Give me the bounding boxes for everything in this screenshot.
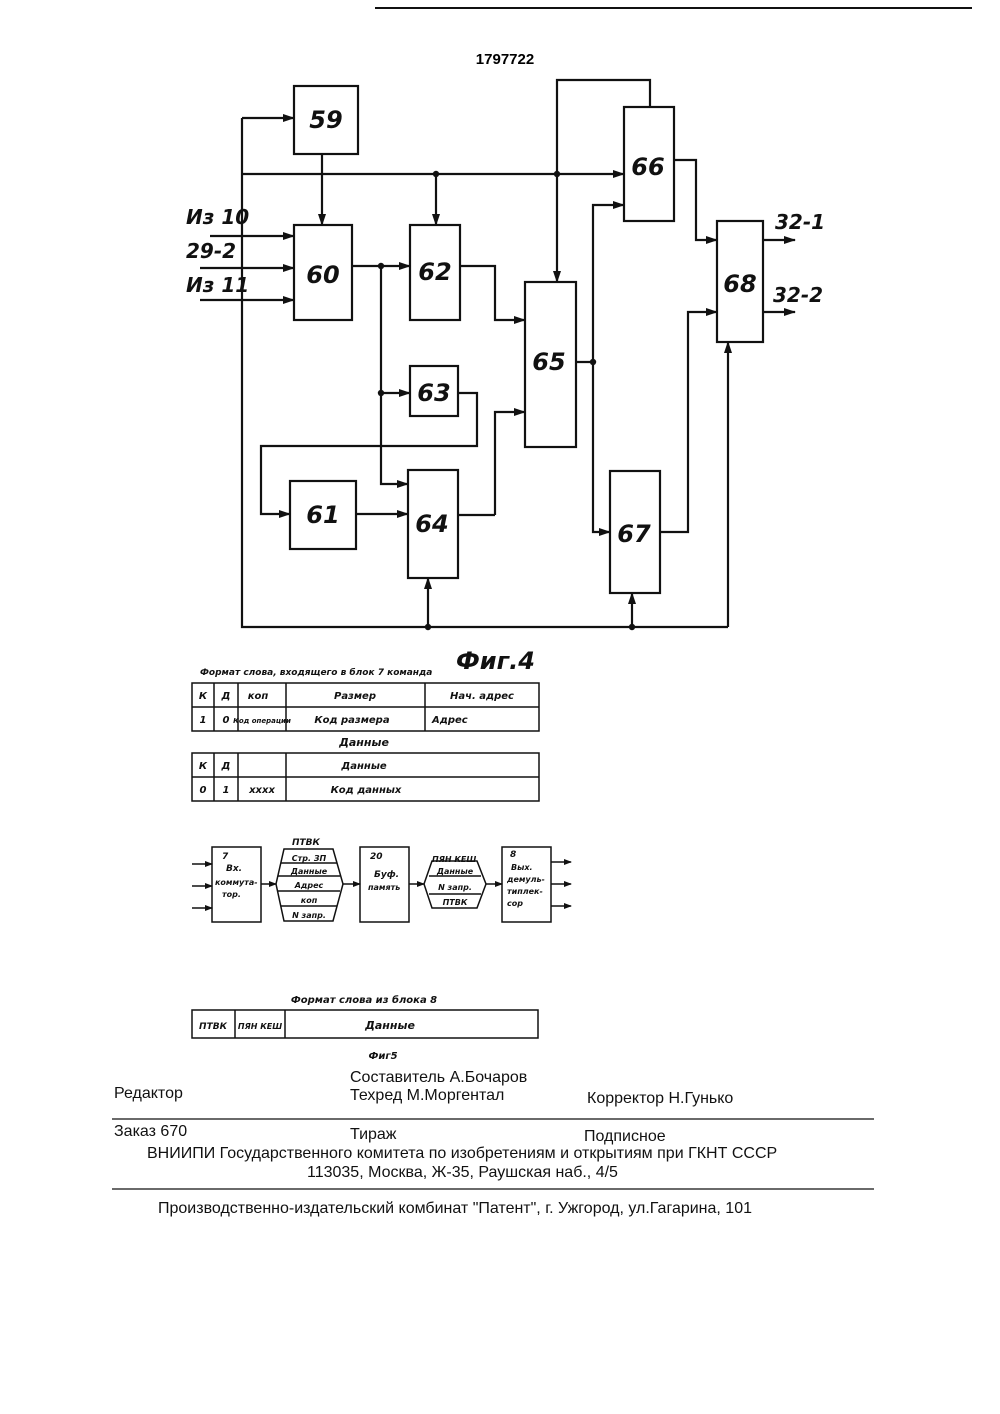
compiler: Составитель А.Бочаров: [350, 1069, 527, 1087]
subscription: Подписное: [584, 1128, 666, 1146]
order: Заказ 670: [114, 1123, 187, 1141]
fig5-pt-f0: Стр. ЗП: [292, 854, 327, 863]
fig5-b8-l2: демуль-: [506, 875, 545, 884]
fig5-b7-l1: Вх.: [226, 864, 242, 874]
fig5-b7-l0: 7: [222, 852, 229, 862]
label-61: 61: [306, 501, 339, 529]
t3-data: Данные: [364, 1019, 415, 1032]
output-label-32-1: 32-1: [775, 210, 825, 234]
bus-main: [242, 118, 728, 627]
techred: Техред М.Моргентал: [350, 1087, 504, 1105]
wire-65-branch-up: [593, 205, 600, 362]
t2-h-k: К: [199, 761, 208, 772]
label-64: 64: [415, 510, 448, 538]
wire-66-loop-65: [557, 80, 650, 282]
fig5-caption: Фиг5: [368, 1051, 397, 1062]
fig5-pk-f1: N запр.: [438, 883, 472, 892]
input-label-iz10: Из 10: [186, 205, 249, 229]
t2-h-data: Данные: [340, 761, 387, 772]
t2-r-k: 0: [200, 785, 207, 796]
fig5-pyan-label: ПЯН КЕШ: [432, 855, 476, 864]
input-label-iz11: Из 11: [186, 273, 249, 297]
fig5-b8-l1: Вых.: [511, 863, 533, 872]
fig5-b7-l2: коммута-: [215, 878, 258, 887]
label-66: 66: [631, 153, 664, 181]
input-label-29-2: 29-2: [186, 239, 236, 263]
label-60: 60: [306, 261, 339, 289]
publisher-org: ВНИИПИ Государственного комитета по изоб…: [147, 1145, 777, 1163]
fig4-caption: Фиг.4: [456, 647, 535, 675]
t3-ptvk: ПТВК: [199, 1022, 228, 1032]
fig4-diagram: [200, 80, 795, 627]
table2-title: Данные: [338, 736, 389, 749]
t1-h-size: Размер: [334, 691, 376, 702]
corrector: Корректор Н.Гунько: [587, 1090, 733, 1108]
fig5-pk-f2: ПТВК: [443, 898, 468, 907]
wire-60-to-64: [381, 266, 408, 484]
t1-h-addr: Нач. адрес: [450, 691, 514, 702]
fig5-pt-f3: коп: [301, 896, 318, 905]
t1-r-k: 1: [200, 715, 207, 726]
patent-number: 1797722: [476, 51, 534, 68]
table3-title: Формат слова из блока 8: [291, 994, 437, 1006]
t2-r-d: 1: [223, 785, 230, 796]
circulation: Тираж: [350, 1126, 397, 1144]
t1-r-kop: Код операции: [233, 717, 291, 725]
t1-r-d: 0: [223, 715, 230, 726]
wire-67-to-68: [660, 312, 717, 532]
t1-r-size: Код размера: [314, 715, 389, 726]
table1-title: Формат слова, входящего в блок 7 команда: [200, 667, 432, 678]
label-65: 65: [532, 348, 565, 376]
t1-r-addr: Адрес: [431, 715, 468, 726]
fig5-b20-l1: Буф.: [374, 870, 399, 880]
wire-62-to-65: [460, 266, 525, 320]
wire-63-to-61: [261, 393, 477, 514]
fig5-b8-l0: 8: [510, 850, 516, 860]
t1-h-k: К: [199, 691, 208, 702]
wire-66-to-68: [674, 160, 717, 240]
t1-h-d: Д: [221, 691, 231, 702]
fig5-b20-l0: 20: [370, 852, 383, 862]
t2-r-x: хххх: [248, 785, 275, 796]
label-59: 59: [309, 106, 342, 134]
wire-65-to-67: [593, 362, 610, 532]
label-62: 62: [418, 258, 451, 286]
fig5-b8-l3: типлек-: [507, 887, 543, 896]
t2-r-code: Код данных: [331, 785, 402, 796]
label-68: 68: [723, 270, 756, 298]
label-67: 67: [617, 520, 651, 548]
editor: Редактор: [114, 1085, 183, 1103]
fig5-pk-f0: Данные: [436, 867, 474, 876]
fig5-pt-f2: Адрес: [294, 881, 324, 890]
fig5-b8-l4: сор: [507, 899, 523, 908]
output-label-32-2: 32-2: [773, 283, 823, 307]
publisher-address: 113035, Москва, Ж-35, Раушская наб., 4/5: [307, 1164, 618, 1182]
label-63: 63: [417, 379, 450, 407]
fig5-b7-l3: тор.: [222, 890, 241, 899]
t1-h-kop: коп: [248, 691, 269, 702]
fig5-pt-f4: N запр.: [292, 911, 326, 920]
printing-plant: Производственно-издательский комбинат "П…: [158, 1200, 752, 1218]
wire-64-to-65: [495, 412, 525, 515]
fig5-pt-f1: Данные: [290, 867, 328, 876]
fig5-ptvk-label: ПТВК: [292, 838, 321, 848]
t2-h-d: Д: [221, 761, 231, 772]
fig5-b20-l2: память: [368, 883, 400, 892]
t3-pyan: ПЯН КЕШ: [238, 1022, 282, 1031]
